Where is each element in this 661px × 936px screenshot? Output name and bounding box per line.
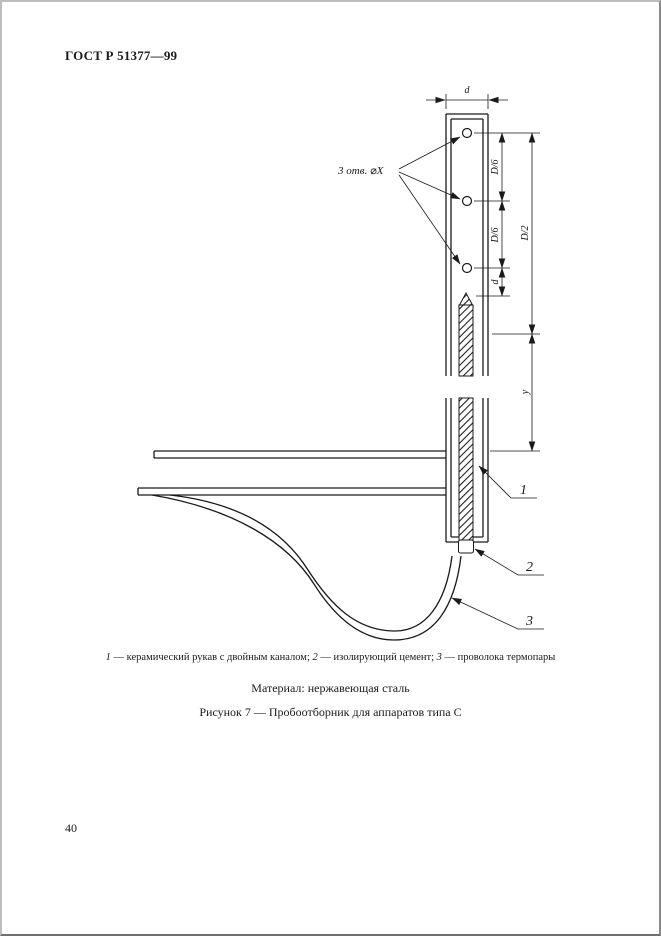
legend-item-1-text: — керамический рукав с двойным каналом; — [110, 652, 313, 663]
leader-part-3 — [451, 597, 544, 630]
legend-item-2-text: — изолирующий цемент; — [317, 652, 437, 663]
conduit-tube — [151, 494, 462, 641]
probe-plate — [445, 113, 489, 543]
dim-d6-lower-label: D/6 — [490, 228, 501, 244]
dim-d6-upper-label: D/6 — [490, 160, 501, 176]
figure-caption: Рисунок 7 — Пробоотборник для аппаратов … — [199, 705, 462, 719]
leader-hole-top — [398, 136, 461, 170]
figure-legend: 1 — керамический рукав с двойным каналом… — [2, 652, 659, 663]
thermocouple-rod — [458, 291, 474, 554]
part-3-label: 3 — [525, 614, 533, 629]
legend-item-3-text: — проволока термопары — [441, 652, 556, 663]
hole-bottom-icon — [461, 262, 473, 274]
legend-item-3-num: 3 — [436, 652, 442, 663]
rod-tip — [458, 291, 474, 307]
material-note: Материал: нержавеющая сталь — [251, 681, 410, 695]
document-header: ГОСТ Р 51377—99 — [65, 48, 178, 63]
page-number: 40 — [65, 821, 77, 835]
dim-y-label: y — [520, 389, 531, 395]
duct-walls — [137, 450, 446, 496]
legend-item-1-num: 1 — [105, 652, 111, 663]
hole-middle-icon — [461, 195, 473, 207]
hole-callout: 3 отв. ⌀X — [337, 136, 461, 265]
dimension-labels: d D/6 D/6 d D/2 y — [465, 85, 532, 395]
dim-d-small-label: d — [490, 279, 501, 285]
part-callouts: 1 2 3 — [451, 465, 544, 630]
cement-tip — [458, 539, 474, 554]
probe-holes — [461, 127, 473, 274]
figure-7-diagram: d D/6 D/6 d D/2 y 3 отв. ⌀X 1 2 3 — [137, 85, 544, 641]
holes-note-label: 3 отв. ⌀X — [337, 165, 385, 177]
leader-part-1 — [478, 465, 537, 499]
dim-top-label: d — [465, 85, 471, 96]
leader-hole-bottom — [398, 174, 461, 265]
dimension-lines — [426, 94, 540, 452]
leader-hole-middle — [398, 171, 461, 200]
part-2-label: 2 — [526, 560, 533, 575]
dim-d2-label: D/2 — [520, 226, 531, 242]
hole-top-icon — [461, 127, 473, 139]
part-1-label: 1 — [520, 483, 527, 498]
legend-item-2-num: 2 — [312, 652, 318, 663]
leader-part-2 — [474, 548, 544, 576]
